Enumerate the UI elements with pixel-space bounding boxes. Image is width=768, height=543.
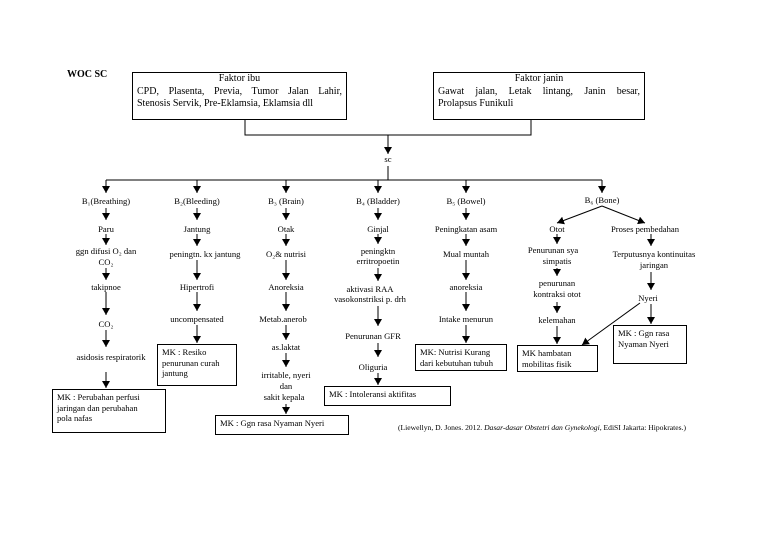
b1-node: CO₂: [98, 319, 114, 329]
b1-node: takipnoe: [91, 282, 121, 292]
b1-node: CO₂: [98, 257, 114, 267]
mk-b5-box: MK: Nutrisi Kurang dari kebutuhan tubuh: [415, 344, 507, 371]
b3-node: as.laktat: [271, 342, 301, 352]
faktor-ibu-line: Stenosis Servik, Pre-Eklamsia, Eklamsia …: [137, 98, 314, 109]
b3-node: Anoreksia: [268, 282, 304, 292]
faktor-ibu-line: CPD, Plasenta, Previa, Tumor Jalan Lahir…: [137, 85, 342, 97]
b2-node: Hipertrofi: [179, 282, 215, 292]
b5-node: Peningkatan asam: [434, 224, 498, 234]
b6-right-node: Terputusnya kontinuitas: [612, 249, 696, 259]
b5-header: B₅ (Bowel): [446, 196, 486, 206]
connector: [244, 120, 532, 136]
b6-left-node: Otot: [549, 224, 565, 234]
citation-post: , EdiSI Jakarta: Hipokrates.): [599, 423, 686, 432]
connector: [556, 205, 603, 225]
mk-b2-line: jantung: [162, 368, 188, 378]
mk-b6-left-line: MK hambatan: [522, 348, 572, 358]
b4-node: aktivasi RAA: [346, 284, 394, 294]
b6-left-node: penurunan: [538, 278, 576, 288]
mk-b6-right-box: MK : Ggn rasa Nyaman Nyeri: [613, 325, 687, 364]
citation-pre: (Liewellyn, D. Jones. 2012.: [398, 423, 485, 432]
b4-node: Oliguria: [358, 362, 388, 372]
b4-node: Penurunan GFR: [345, 331, 401, 341]
b6-right-node: Proses pembedahan: [610, 224, 680, 234]
mk-b1-line: pola nafas: [57, 413, 93, 423]
b6-left-node: simpatis: [542, 256, 572, 266]
b2-node: peningtn. kx jantung: [169, 249, 241, 259]
faktor-ibu-box: Faktor ibu CPD, Plasenta, Previa, Tumor …: [132, 72, 347, 120]
b2-node: Jantung: [183, 224, 211, 234]
b5-node: Mual muntah: [442, 249, 490, 259]
b5-node: Intake menurun: [438, 314, 494, 324]
connector: [581, 302, 641, 346]
citation: (Liewellyn, D. Jones. 2012. Dasar-dasar …: [398, 423, 686, 432]
b3-node: dan: [279, 381, 293, 391]
b3-node: sakit kepala: [263, 392, 305, 402]
b2-node: uncompensated: [170, 314, 224, 324]
mk-b3-line: MK : Ggn rasa Nyaman Nyeri: [220, 418, 325, 428]
mk-b2-box: MK : Resiko penurunan curah jantung: [157, 344, 237, 386]
mk-b5-line: dari kebutuhan tubuh: [420, 357, 494, 368]
faktor-janin-line: Prolapsus Funikuli: [438, 98, 514, 109]
sc-node: sc: [384, 154, 392, 164]
mk-b6-right-line: MK : Ggn rasa: [618, 328, 670, 338]
b6-left-node: Penurunan sya: [527, 245, 579, 255]
mk-b1-box: MK : Perubahan perfusi jaringan dan peru…: [52, 389, 166, 433]
b3-node: Metab.anerob: [259, 314, 307, 324]
b6-header: B₆ (Bone): [584, 195, 620, 205]
mk-b4-line: MK : Intoleransi aktifitas: [329, 389, 417, 399]
connector: [601, 205, 646, 225]
b1-node: ggn difusi O₂ dan: [75, 246, 137, 256]
mk-b1-line: jaringan dan perubahan: [57, 402, 138, 413]
b3-header: B₃ (Brain): [268, 196, 304, 206]
faktor-janin-box: Faktor janin Gawat jalan, Letak lintang,…: [433, 72, 645, 120]
mk-b1-line: MK : Perubahan perfusi: [57, 392, 140, 402]
mk-b2-line: penurunan curah: [162, 357, 220, 368]
b3-node: O₂& nutrisi: [266, 249, 306, 259]
b1-header: B₁(Breathing): [81, 196, 131, 206]
b4-node: vasokonstriksi p. drh: [334, 294, 406, 304]
diagram-title: WOC SC: [67, 69, 108, 80]
faktor-janin-line: Gawat jalan, Letak lintang, Janin besar,: [438, 85, 640, 97]
b6-left-node: kelemahan: [538, 315, 576, 325]
mk-b6-right-line: Nyaman Nyeri: [618, 338, 669, 349]
b3-node: irritable, nyeri: [261, 370, 311, 380]
b1-node: Paru: [98, 224, 114, 234]
faktor-ibu-heading: Faktor ibu: [218, 73, 261, 84]
b4-node: Ginjal: [367, 224, 389, 234]
mk-b4-box: MK : Intoleransi aktifitas: [324, 386, 451, 406]
b4-header: B₄ (Bladder): [356, 196, 400, 206]
mk-b5-line: MK: Nutrisi Kurang: [420, 347, 491, 357]
b5-node: anoreksia: [449, 282, 483, 292]
mk-b6-left-box: MK hambatan mobilitas fisik: [517, 345, 598, 372]
b6-right-node: jaringan: [639, 260, 669, 270]
b4-node: peningktn: [360, 246, 396, 256]
mk-b6-left-line: mobilitas fisik: [522, 358, 572, 369]
b3-node: Otak: [277, 224, 295, 234]
b1-node: asidosis respiratorik: [76, 352, 146, 362]
mk-b3-box: MK : Ggn rasa Nyaman Nyeri: [215, 415, 349, 435]
citation-title: Dasar-dasar Obstetri dan Gynekologi: [484, 423, 600, 432]
mk-b2-line: MK : Resiko: [162, 347, 207, 357]
b2-header: B₂(Bleeding): [174, 196, 220, 206]
b6-right-node: Nyeri: [638, 293, 658, 303]
faktor-janin-heading: Faktor janin: [514, 73, 564, 84]
b4-node: erritropoetin: [356, 256, 400, 266]
b6-left-node: kontraksi otot: [533, 289, 581, 299]
